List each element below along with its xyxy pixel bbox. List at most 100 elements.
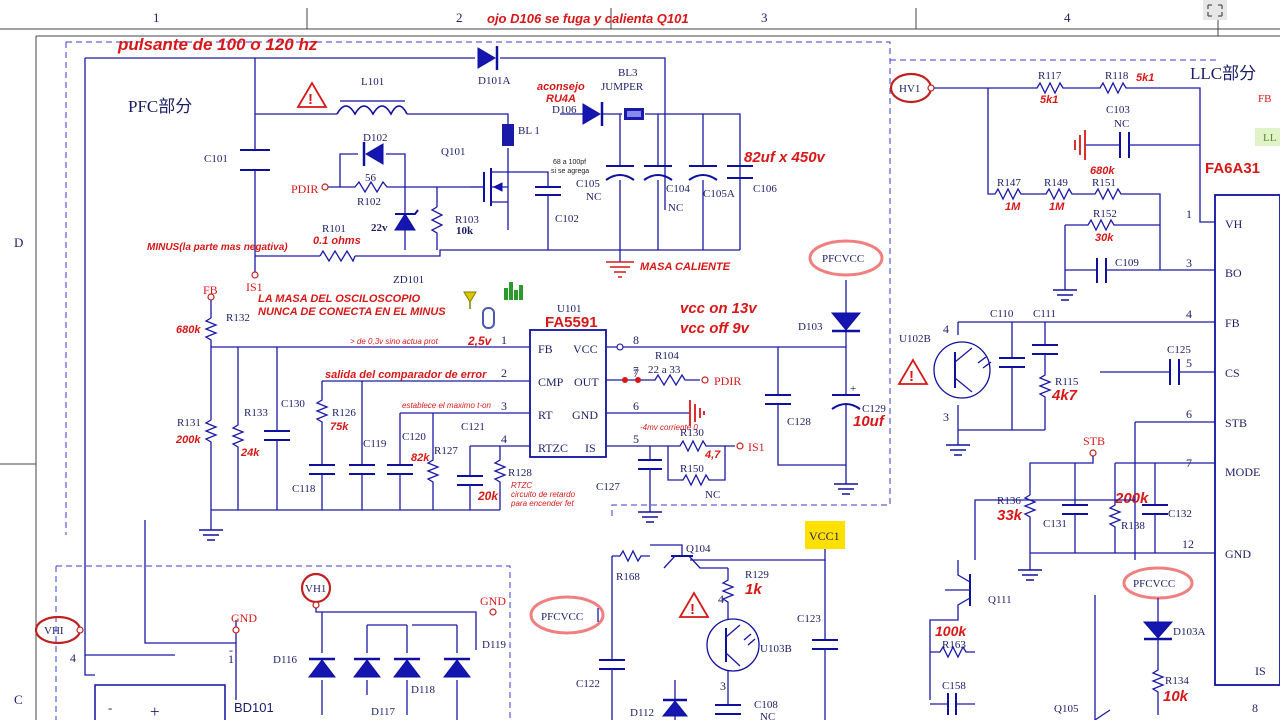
r128-label: R128 <box>508 467 532 479</box>
is-note: -4mv corriente 0 <box>640 423 698 432</box>
vcc1-label: VCC1 <box>809 529 840 543</box>
r150-label: R150 <box>680 463 704 475</box>
zd101-value: 22v <box>371 222 388 234</box>
r152-value: 30k <box>1095 232 1114 244</box>
l101-label: L101 <box>361 76 384 88</box>
vhi-pin-4: 4 <box>70 651 76 665</box>
u101-pin-rt: RT <box>538 408 553 422</box>
row-d-label: D <box>14 235 23 250</box>
u103b-label: U103B <box>760 643 792 655</box>
llc-input-network: HV1 R117 5k1 R118 5k1 C103 NC 680k R147 … <box>889 70 1215 301</box>
u102b-pin-4: 4 <box>943 322 949 336</box>
r132-label: R132 <box>226 312 250 324</box>
d102-label: D102 <box>363 132 387 144</box>
fb-label-left: FB <box>203 283 218 297</box>
c132-label: C132 <box>1168 508 1192 520</box>
c110-label: C110 <box>990 308 1014 320</box>
stb-label: STB <box>1083 434 1105 448</box>
u102b-label: U102B <box>899 333 931 345</box>
c158-label: C158 <box>942 680 966 692</box>
u103b-pin-3: 3 <box>720 679 726 693</box>
c103-nc: NC <box>1114 118 1129 130</box>
pfc-section-label: PFC部分 <box>128 97 192 116</box>
c108-nc: NC <box>760 711 775 720</box>
r147-value: 1M <box>1005 201 1021 213</box>
q101-label: Q101 <box>441 146 465 158</box>
c108-label: C108 <box>754 699 778 711</box>
osc-note-2: NUNCA DE CONECTA EN EL MINUS <box>258 306 446 318</box>
d106-leak-note: ojo D106 se fuga y calienta Q101 <box>487 11 689 26</box>
r127-label: R127 <box>434 445 458 457</box>
bd-pin-1: 1 <box>228 652 234 666</box>
u101-num-5: 5 <box>633 432 639 446</box>
r138-value: 200k <box>1114 490 1149 507</box>
masa-caliente-note: MASA CALIENTE <box>640 261 731 273</box>
gnd-label-left: GND <box>231 611 257 625</box>
is1-label-out: IS1 <box>748 440 765 454</box>
r129-value: 1k <box>745 581 762 598</box>
pfc-main-rail <box>84 57 741 656</box>
fa6a31-pin-stb: STB <box>1225 416 1247 430</box>
pf-note-1: 68 a 100pf <box>553 159 586 166</box>
bl3-jumper: BL3 JUMPER <box>601 67 644 120</box>
fa6a31-num-6: 6 <box>1186 407 1192 421</box>
r163-label: R163 <box>942 639 966 651</box>
u101-output-network: R104 22 a 33 7 PDIR -4mv corriente 0 IS1… <box>596 239 886 523</box>
vcc-regulator-network: VCC1 C123 Q104 R168 C122 R129 1k 4 U103B… <box>529 521 845 720</box>
u101-pin-is: IS <box>585 441 596 455</box>
d103a-label: D103A <box>1173 626 1205 638</box>
r132-value: 680k <box>176 324 201 336</box>
c129-plus: + <box>850 383 856 395</box>
r133-value: 24k <box>240 447 260 459</box>
u101-pin-fb: FB <box>538 342 553 356</box>
d106-label: D106 <box>552 104 577 116</box>
c122-label: C122 <box>576 678 600 690</box>
r101-sense-resistor: R101 0.1 ohms MINUS(la parte mas negativ… <box>147 223 361 294</box>
fa6a31-ic: FA6A31 FB LL VH BO FB CS STB MODE GND IS… <box>1182 93 1280 715</box>
c131-label: C131 <box>1043 518 1067 530</box>
fa6a31-pin-bo: BO <box>1225 266 1242 280</box>
svg-text:!: ! <box>909 368 914 385</box>
r134-label: R134 <box>1165 675 1189 687</box>
r138-label: R138 <box>1121 520 1145 532</box>
r117-label: R117 <box>1038 70 1062 82</box>
r102-label: R102 <box>357 196 381 208</box>
pfcvcc-label-top: PFCVCC <box>822 253 864 265</box>
d103-label: D103 <box>798 321 823 333</box>
row-c-label: C <box>14 692 23 707</box>
warning-icon: ! <box>296 81 328 108</box>
warning-icon: ! <box>678 591 710 618</box>
c129-label: C129 <box>862 403 886 415</box>
fb-label-corner: FB <box>1258 93 1271 105</box>
expand-icon[interactable] <box>1203 0 1227 20</box>
r150-nc: NC <box>705 489 720 501</box>
r120-value: 82k <box>411 452 430 464</box>
chart-icon <box>504 282 523 300</box>
r168-label: R168 <box>616 571 640 583</box>
c102-label: C102 <box>555 213 579 225</box>
r118-label: R118 <box>1105 70 1129 82</box>
u101-pin-cmp: CMP <box>538 375 564 389</box>
c120-label: C120 <box>402 431 426 443</box>
d106-diode: D106 aconsejo RU4A <box>537 81 604 126</box>
vcc-on-note: vcc on 13v <box>680 300 758 317</box>
pulse-note: pulsante de 100 o 120 hz <box>117 35 318 54</box>
d101a-diode: D101A <box>477 46 510 87</box>
c101-label: C101 <box>204 153 228 165</box>
r131-value: 200k <box>175 434 201 446</box>
cmp-note: salida del comparador de error <box>325 369 487 381</box>
r131-label: R131 <box>177 417 201 429</box>
c106-label: C106 <box>753 183 777 195</box>
d116-label: D116 <box>273 654 298 666</box>
u102b-pin-3: 3 <box>943 410 949 424</box>
bd101-label: BD101 <box>234 700 274 715</box>
fa6a31-num-12: 12 <box>1182 537 1194 551</box>
u101-pin-rtzc: RTZC <box>538 441 568 455</box>
fa5591-label: FA5591 <box>545 314 598 331</box>
fa6a31-label: FA6A31 <box>1205 160 1260 177</box>
r115-label: R115 <box>1055 376 1079 388</box>
c104-nc: NC <box>668 202 683 214</box>
c109-label: C109 <box>1115 257 1139 269</box>
fa6a31-pin-gnd: GND <box>1225 547 1251 561</box>
vhi-label: VHI <box>44 625 64 637</box>
